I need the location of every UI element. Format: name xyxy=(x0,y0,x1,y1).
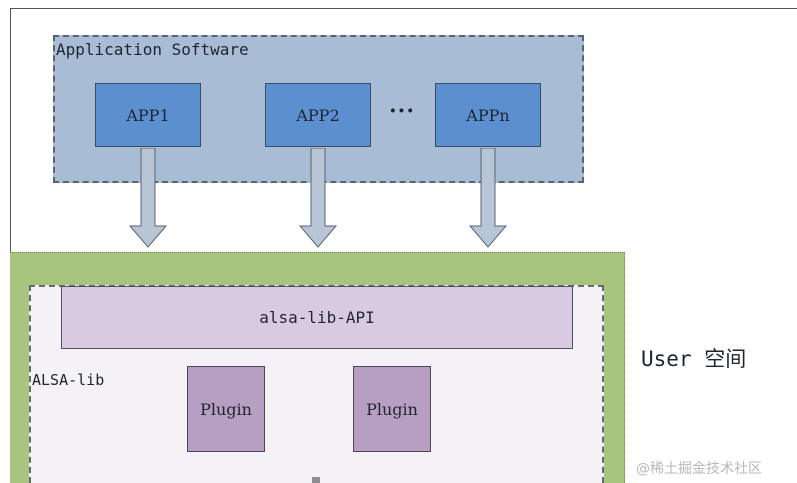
plugin-box-2: Plugin xyxy=(353,366,431,452)
ellipsis: ··· xyxy=(389,98,415,124)
application-software-title: Application Software xyxy=(56,40,249,59)
appn-arrow xyxy=(468,148,508,248)
app2-arrow xyxy=(298,148,338,248)
app1-box: APP1 xyxy=(95,83,201,147)
alsa-lib-api-box: alsa-lib-API xyxy=(61,286,573,349)
app1-arrow xyxy=(128,148,168,248)
plugin-box-1: Plugin xyxy=(187,366,265,452)
appn-box: APPn xyxy=(435,83,541,147)
alsa-lib-label: ALSA-lib xyxy=(32,371,105,389)
user-space-label: User 空间 xyxy=(641,347,747,371)
outer-frame-top xyxy=(10,8,797,9)
watermark: @稀土掘金技术社区 xyxy=(636,461,762,477)
app2-box: APP2 xyxy=(265,83,371,147)
bottom-connector xyxy=(312,477,320,483)
outer-frame-left xyxy=(10,8,11,252)
